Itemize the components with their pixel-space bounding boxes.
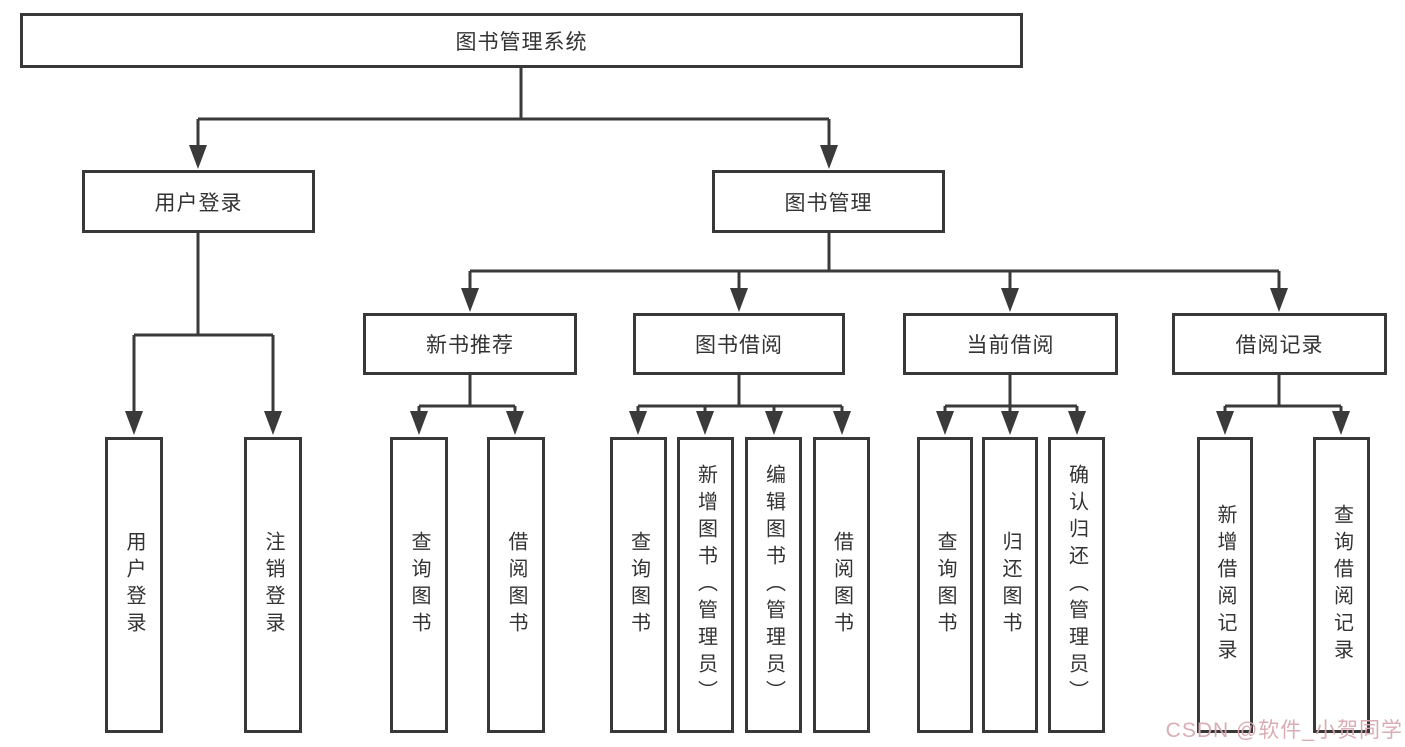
leaf-current-query-books-label: 查询图书 [934,531,956,639]
node-user-login: 用户登录 [82,170,315,233]
leaf-records-add-record: 新增借阅记录 [1197,437,1253,733]
leaf-borrowing-edit-books-admin-label: 编辑图书（管理员） [762,463,785,707]
node-borrowing-records: 借阅记录 [1172,313,1387,375]
leaf-newbook-query-books: 查询图书 [390,437,448,733]
leaf-current-confirm-return-admin: 确认归还（管理员） [1048,437,1105,733]
leaf-records-query-record: 查询借阅记录 [1313,437,1370,733]
leaf-borrowing-add-books-admin-label: 新增图书（管理员） [694,463,717,707]
watermark: CSDN @软件_小贺同学 [1165,719,1403,742]
leaf-borrowing-query-books: 查询图书 [610,437,667,733]
leaf-current-return-books-label: 归还图书 [999,531,1021,639]
leaf-records-add-record-label: 新增借阅记录 [1214,504,1236,666]
node-book-management: 图书管理 [712,170,945,233]
node-root: 图书管理系统 [20,13,1023,68]
leaf-current-return-books: 归还图书 [982,437,1038,733]
node-new-book-recommend: 新书推荐 [363,313,577,375]
leaf-borrowing-query-books-label: 查询图书 [627,531,650,639]
node-current-borrowing: 当前借阅 [903,313,1118,375]
leaf-newbook-query-books-label: 查询图书 [408,531,430,639]
leaf-logout: 注销登录 [244,437,302,733]
leaf-borrowing-borrow-books: 借阅图书 [813,437,870,733]
leaf-borrowing-edit-books-admin: 编辑图书（管理员） [745,437,802,733]
leaf-borrowing-borrow-books-label: 借阅图书 [830,531,853,639]
leaf-current-confirm-return-admin-label: 确认归还（管理员） [1065,463,1088,707]
leaf-borrowing-add-books-admin: 新增图书（管理员） [677,437,734,733]
leaf-logout-label: 注销登录 [262,531,284,639]
node-book-borrowing: 图书借阅 [633,313,845,375]
leaf-current-query-books: 查询图书 [917,437,973,733]
leaf-user-login: 用户登录 [105,437,163,733]
leaf-newbook-borrow-books-label: 借阅图书 [505,531,527,639]
leaf-user-login-label: 用户登录 [123,531,145,639]
leaf-records-query-record-label: 查询借阅记录 [1330,504,1353,666]
leaf-newbook-borrow-books: 借阅图书 [487,437,545,733]
